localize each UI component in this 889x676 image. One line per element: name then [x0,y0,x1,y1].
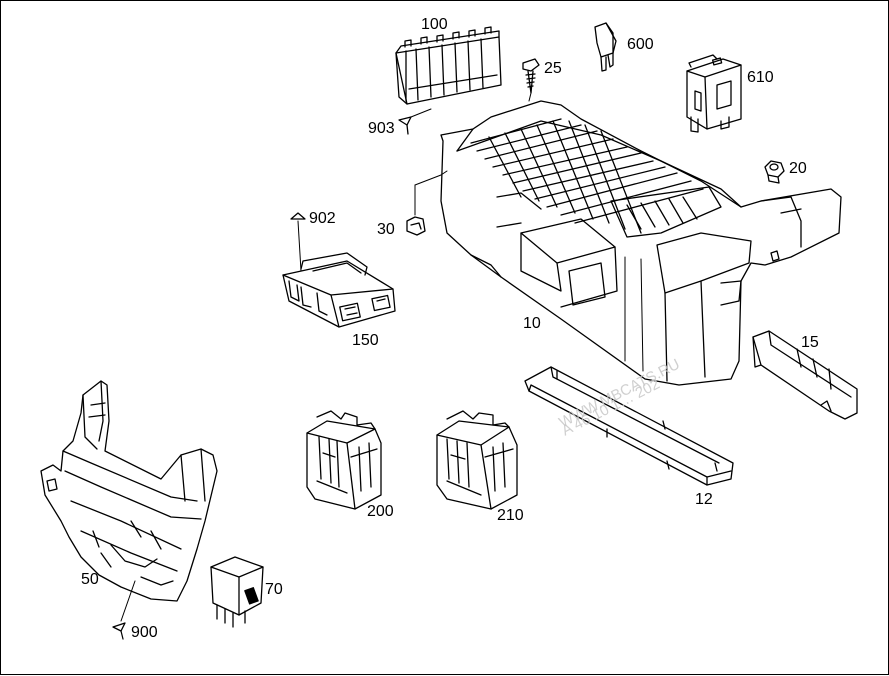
part-902-push-clip[interactable] [290,212,306,272]
part-100-connector[interactable] [395,26,502,105]
part-150-connector-housing[interactable] [282,252,396,328]
label-10: 10 [523,315,541,332]
part-610-maxi-fuse[interactable] [686,54,742,133]
part-200-connector-block[interactable] [306,410,382,510]
part-903-clip[interactable] [398,108,432,135]
label-70: 70 [265,581,283,598]
label-25: 25 [544,60,562,77]
label-903: 903 [368,120,395,137]
label-200: 200 [367,503,394,520]
part-900-clip[interactable] [112,580,136,640]
part-210-connector-block[interactable] [436,410,518,510]
label-610: 610 [747,69,774,86]
part-30-clip[interactable] [406,216,426,236]
part-12-cover[interactable] [524,366,734,486]
label-30: 30 [377,221,395,238]
label-50: 50 [81,571,99,588]
part-50-frame-bracket[interactable] [40,380,218,602]
part-600-mini-fuse[interactable] [594,22,617,72]
label-210: 210 [497,507,524,524]
part-20-nut[interactable] [764,160,785,184]
label-900: 900 [131,624,158,641]
label-150: 150 [352,332,379,349]
label-600: 600 [627,36,654,53]
label-20: 20 [789,160,807,177]
part-70-relay[interactable] [210,556,264,628]
label-100: 100 [421,16,448,33]
part-10-fuse-relay-box[interactable] [414,100,842,386]
label-902: 902 [309,210,336,227]
part-25-screw[interactable] [522,58,540,102]
label-12: 12 [695,491,713,508]
part-15-bracket[interactable] [752,330,858,420]
label-15: 15 [801,334,819,351]
